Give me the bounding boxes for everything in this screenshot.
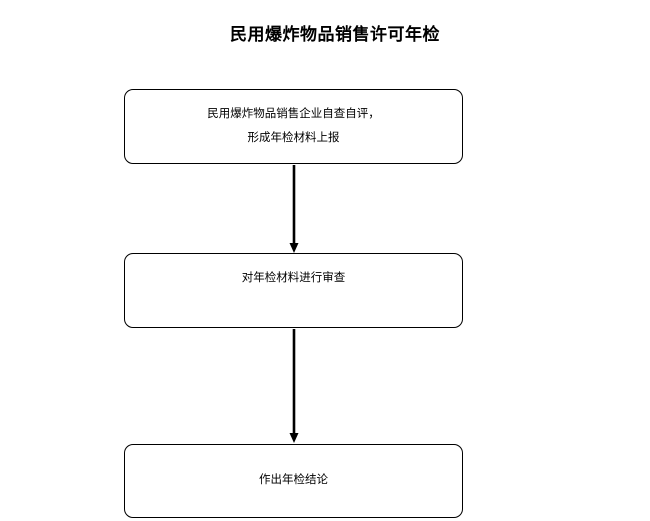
step-text-line: 作出年检结论 (259, 472, 328, 486)
arrowhead (289, 433, 299, 443)
step-text-line: 民用爆炸物品销售企业自查自评， (207, 106, 380, 120)
arrow-step1-to-step2 (289, 165, 299, 253)
step-text: 作出年检结论 (125, 467, 462, 491)
step-text: 对年检材料进行审查 (125, 265, 462, 289)
arrow-step2-to-step3 (289, 329, 299, 443)
step-box-conclusion: 作出年检结论 (124, 444, 463, 518)
step-box-self-evaluation: 民用爆炸物品销售企业自查自评， 形成年检材料上报 (124, 89, 463, 164)
step-text-line: 形成年检材料上报 (247, 130, 340, 144)
step-box-review: 对年检材料进行审查 (124, 253, 463, 328)
page-title: 民用爆炸物品销售许可年检 (230, 25, 440, 45)
step-text: 民用爆炸物品销售企业自查自评， 形成年检材料上报 (125, 101, 462, 149)
step-text-line: 对年检材料进行审查 (241, 270, 346, 284)
arrowhead (289, 243, 299, 253)
